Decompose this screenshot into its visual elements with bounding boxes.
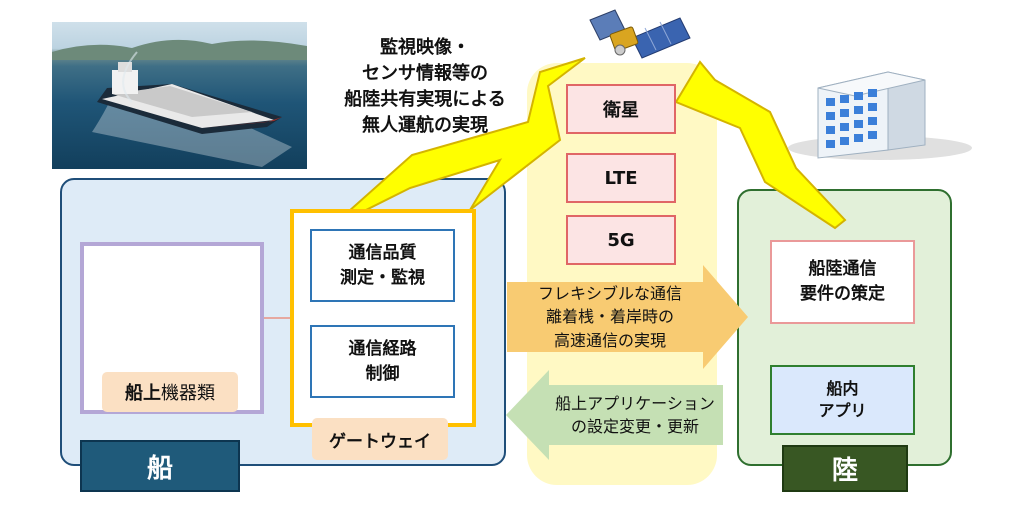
comm-item-lte: LTE: [566, 153, 676, 203]
equipment-label: 船上機器類: [102, 372, 238, 412]
gateway-label: ゲートウェイ: [312, 418, 448, 460]
comm-item-satellite: 衛星: [566, 84, 676, 134]
arrow-ship-to-land: [507, 265, 748, 369]
requirement-box: 船陸通信 要件の策定: [770, 240, 915, 324]
gateway-item-quality-monitoring: 通信品質 測定・監視: [310, 229, 455, 302]
lightning-bolt-land: [674, 60, 847, 230]
arrow-right-text: フレキシブルな通信 離着桟・着岸時の 高速通信の実現: [537, 284, 682, 350]
ship-photo: [52, 22, 307, 169]
ship-illustration: [52, 39, 307, 167]
equipment-label-bold: 船上: [125, 383, 161, 404]
ship-zone-label: 船: [80, 440, 240, 492]
arrow-left-text: 船上アプリケーション の設定変更・更新: [555, 393, 715, 436]
comm-item-5g: 5G: [566, 215, 676, 265]
land-zone-label: 陸: [782, 445, 908, 492]
arrow-land-to-ship: [506, 370, 723, 460]
lightning-bolt-ship: [329, 57, 586, 229]
building-icon: [788, 71, 972, 160]
top-caption: 監視映像・ センサ情報等の 船陸共有実現による 無人運航の実現: [344, 37, 506, 137]
satellite-icon: [589, 9, 691, 59]
gateway-item-route-control: 通信経路 制御: [310, 325, 455, 398]
onboard-app-box: 船内 アプリ: [770, 365, 915, 435]
equipment-label-rest: 機器類: [161, 383, 215, 404]
